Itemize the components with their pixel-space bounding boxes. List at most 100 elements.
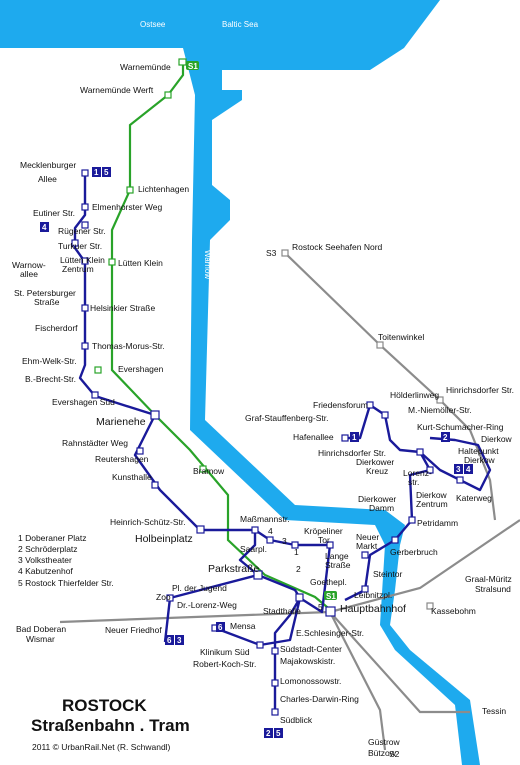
map-credit: 2011 © UrbanRail.Net (R. Schwandl) <box>32 742 171 752</box>
stop-stadthalle[interactable] <box>295 593 304 602</box>
stop-massmannstr[interactable] <box>251 526 259 534</box>
label-klinikum-sued: Klinikum Süd <box>200 647 250 657</box>
stop-toitenwinkel[interactable] <box>376 341 384 349</box>
stop-kroepeliner[interactable] <box>291 541 299 549</box>
stop-hinrichsdorfer-s[interactable] <box>436 396 444 404</box>
label-dierkower-damm-2: Damm <box>369 503 394 513</box>
legend-item-3: 3 Volkstheater <box>18 555 72 565</box>
stop-thomas-morus[interactable] <box>81 342 89 350</box>
stop-evershagen-sued[interactable] <box>91 391 99 399</box>
stop-legend: 1 Doberaner Platz 2 Schröderplatz 3 Volk… <box>18 533 114 588</box>
stop-helsinkier[interactable] <box>81 304 89 312</box>
label-saarpl: Saarpl. <box>240 544 267 554</box>
label-b-brecht: B.-Brecht-Str. <box>25 374 76 384</box>
junction-numbers: 4 3 1 2 5 <box>268 526 323 612</box>
stop-mecklenburger[interactable] <box>81 169 89 177</box>
map-title: ROSTOCK <box>62 696 147 715</box>
badge-haltepunkt-4 <box>464 464 473 474</box>
stop-dierkower-kreuz[interactable] <box>416 448 424 456</box>
label-thomas-morus: Thomas-Morus-Str. <box>92 341 165 351</box>
stop-klinikum-sued[interactable] <box>256 641 264 649</box>
warnow-river <box>183 48 480 765</box>
stop-rahnstaedter[interactable] <box>136 447 144 455</box>
label-lange-strasse-1: Lange <box>325 551 349 561</box>
label-luetten-klein-zentrum-1: Lütten Klein <box>60 255 105 265</box>
water-bodies: Ostsee Baltic Sea Warnow <box>0 0 480 765</box>
badge-neuer-friedhof-6 <box>165 635 174 645</box>
stop-saarpl[interactable] <box>266 536 274 544</box>
label-mecklenburger-2: Allee <box>38 174 57 184</box>
stop-holbeinplatz[interactable] <box>196 525 205 534</box>
stop-turkuer[interactable] <box>71 239 79 247</box>
stop-neuer-markt[interactable] <box>326 541 334 549</box>
label-suedblick: Südblick <box>280 715 313 725</box>
stop-parkstrasse[interactable] <box>253 570 263 580</box>
stop-elmenhorster[interactable] <box>81 203 89 211</box>
badge-neuer-friedhof-3-text: 3 <box>177 636 182 645</box>
stop-hafenallee[interactable] <box>341 434 349 442</box>
stop-petridamm[interactable] <box>408 516 416 524</box>
stop-dierkow-zentrum[interactable] <box>426 466 434 474</box>
label-kroepeliner-1: Kröpeliner <box>304 526 343 536</box>
stop-warnemuende[interactable] <box>178 58 187 66</box>
label-kroepeliner-2: Tor <box>318 535 330 545</box>
label-holbeinplatz: Holbeinplatz <box>135 533 193 545</box>
junction-1: 1 <box>294 547 299 557</box>
label-lomonossow: Lomonossowstr. <box>280 676 341 686</box>
label-hafenallee: Hafenallee <box>293 432 334 442</box>
warnow-label: Warnow <box>203 250 212 279</box>
map-subtitle: Straßenbahn . Tram <box>31 716 190 735</box>
stop-bramow[interactable] <box>199 465 207 473</box>
mainline-rail <box>59 252 520 751</box>
label-graf-stauffenberg: Graf-Stauffenberg-Str. <box>245 413 328 423</box>
badge-neuer-friedhof-3 <box>175 635 184 645</box>
stop-gerberbruch[interactable] <box>391 536 399 544</box>
badge-mensa-6-text: 6 <box>218 623 223 632</box>
stop-kunsthalle[interactable] <box>151 481 159 489</box>
badge-suedblick-2-text: 2 <box>266 729 271 738</box>
label-haltepunkt-1: Haltepunkt <box>458 446 499 456</box>
stop-marienehe[interactable] <box>150 410 160 420</box>
stop-eutiner[interactable] <box>81 221 89 229</box>
badge-hafenallee-1-text: 1 <box>352 433 357 442</box>
label-dierkower-kreuz-1: Dierkower <box>356 457 394 467</box>
label-neuer-friedhof: Neuer Friedhof <box>105 625 162 635</box>
stop-lange-strasse[interactable] <box>361 551 369 559</box>
stop-suedblick[interactable] <box>271 708 279 716</box>
stop-lichtenhagen[interactable] <box>126 186 134 194</box>
label-hinrichsdorfer-s: Hinrichsdorfer Str. <box>446 385 514 395</box>
stop-zoo[interactable] <box>166 594 174 602</box>
stop-seehafen-nord[interactable] <box>281 249 289 257</box>
stop-luetten-klein-s[interactable] <box>108 258 116 266</box>
label-dierkow: Dierkow <box>481 434 513 444</box>
stop-kassebohm[interactable] <box>426 602 434 610</box>
s1-badges: S1 S1 <box>186 61 337 601</box>
label-bramow: Bramow <box>193 466 225 476</box>
badge-haltepunkt-4-text: 4 <box>466 465 471 474</box>
junction-5: 5 <box>318 602 323 612</box>
stop-katerweg[interactable] <box>456 476 464 484</box>
badge-ruegener-4 <box>40 222 49 232</box>
sbahn-s1-line <box>110 62 334 613</box>
label-dierkow-zentrum-2: Zentrum <box>416 499 448 509</box>
stop-friedensforum[interactable] <box>366 401 374 409</box>
stop-suedstadt-center[interactable] <box>271 647 279 655</box>
label-parkstrasse: Parkstraße <box>208 563 260 575</box>
label-m-niemoeller: M.-Niemöller-Str. <box>408 405 472 415</box>
stop-luetten-klein-zentrum[interactable] <box>81 257 89 265</box>
label-reutershagen: Reutershagen <box>95 454 149 464</box>
stop-hauptbahnhof[interactable] <box>325 606 336 617</box>
stop-hoelderlinweg[interactable] <box>381 411 389 419</box>
badge-mecklenburger-1 <box>92 167 101 177</box>
label-leibnitzpl: Leibnitzpl. <box>354 590 392 600</box>
label-hauptbahnhof: Hauptbahnhof <box>340 603 406 615</box>
stop-warnemuende-werft[interactable] <box>164 91 172 99</box>
label-luetten-klein-s: Lütten Klein <box>118 258 163 268</box>
stop-steintor[interactable] <box>361 585 369 593</box>
label-warnemuende-werft: Warnemünde Werft <box>80 85 154 95</box>
label-pl-der-jugend: Pl. der Jugend <box>172 583 227 593</box>
badge-haltepunkt-3 <box>454 464 463 474</box>
stop-lomonossow[interactable] <box>271 679 279 687</box>
label-toitenwinkel: Toitenwinkel <box>378 332 424 342</box>
stop-evershagen[interactable] <box>94 366 102 374</box>
